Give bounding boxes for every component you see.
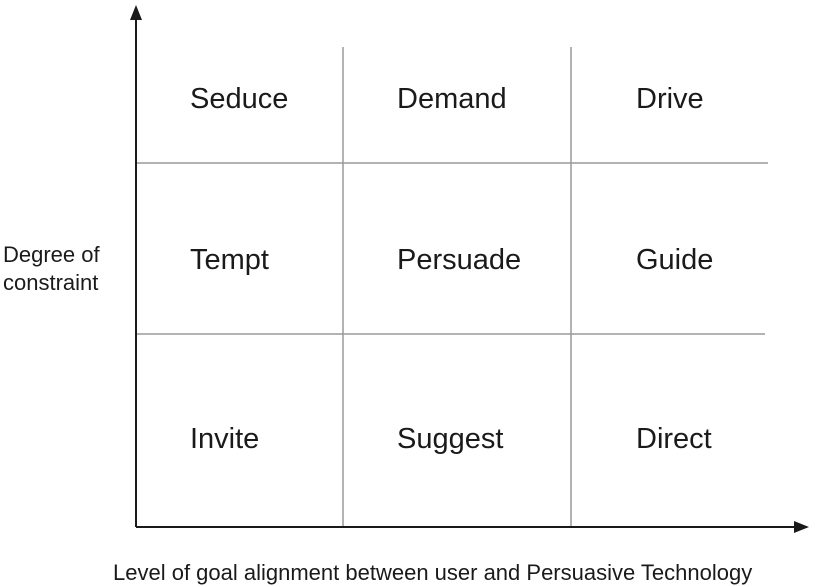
cell-direct: Direct <box>636 423 712 455</box>
y-axis-label-line1: Degree of <box>3 242 101 267</box>
y-axis-label-line2: constraint <box>3 270 98 295</box>
cell-drive: Drive <box>636 83 704 115</box>
x-axis-arrow-icon <box>794 521 809 533</box>
cell-suggest: Suggest <box>397 423 503 455</box>
cell-guide: Guide <box>636 244 713 276</box>
cell-persuade: Persuade <box>397 244 521 276</box>
cell-invite: Invite <box>190 423 259 455</box>
cell-tempt: Tempt <box>190 244 269 276</box>
x-axis-label: Level of goal alignment between user and… <box>113 560 752 585</box>
y-axis-arrow-icon <box>130 5 142 20</box>
cell-demand: Demand <box>397 83 507 115</box>
cell-seduce: Seduce <box>190 83 288 115</box>
